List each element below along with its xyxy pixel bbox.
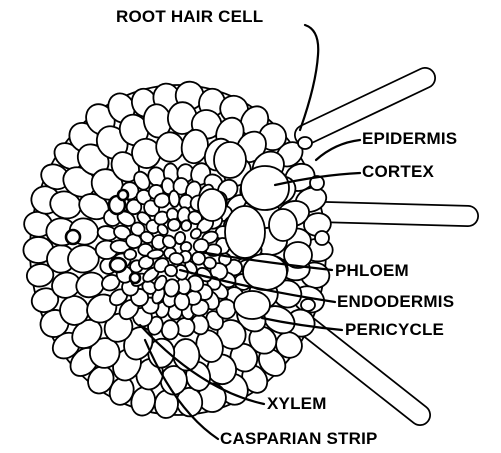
epidermis-cell (301, 299, 315, 311)
vascular-cell (168, 190, 180, 207)
label-root-hair-cell: ROOT HAIR CELL (116, 8, 263, 25)
xylem-vessel (118, 190, 128, 200)
label-xylem: XYLEM (267, 395, 327, 412)
label-epidermis: EPIDERMIS (362, 130, 457, 147)
root-hair-fill (305, 78, 425, 135)
label-endodermis: ENDODERMIS (337, 293, 454, 310)
label-phloem: PHLOEM (335, 262, 409, 279)
cortex-cell (225, 206, 265, 258)
label-pericycle: PERICYCLE (345, 321, 444, 338)
cortex-cell (214, 142, 246, 178)
label-cortex: CORTEX (362, 163, 434, 180)
vascular-cell (124, 249, 137, 260)
label-casparian-strip: CASPARIAN STRIP (220, 430, 378, 447)
epidermis-leader (316, 140, 360, 160)
epidermis-cell (298, 137, 312, 149)
cortex-cell (198, 189, 226, 221)
xylem-vessel (66, 230, 80, 244)
cortex-cell (234, 291, 270, 319)
root-hair-cell-leader (300, 25, 318, 130)
root-hair-fill (322, 212, 468, 216)
cortex-cell (241, 166, 289, 210)
epidermis-cell (315, 231, 329, 245)
xylem-vessel (130, 273, 140, 283)
cortex-cell (269, 209, 297, 241)
xylem-vessel (110, 258, 126, 272)
